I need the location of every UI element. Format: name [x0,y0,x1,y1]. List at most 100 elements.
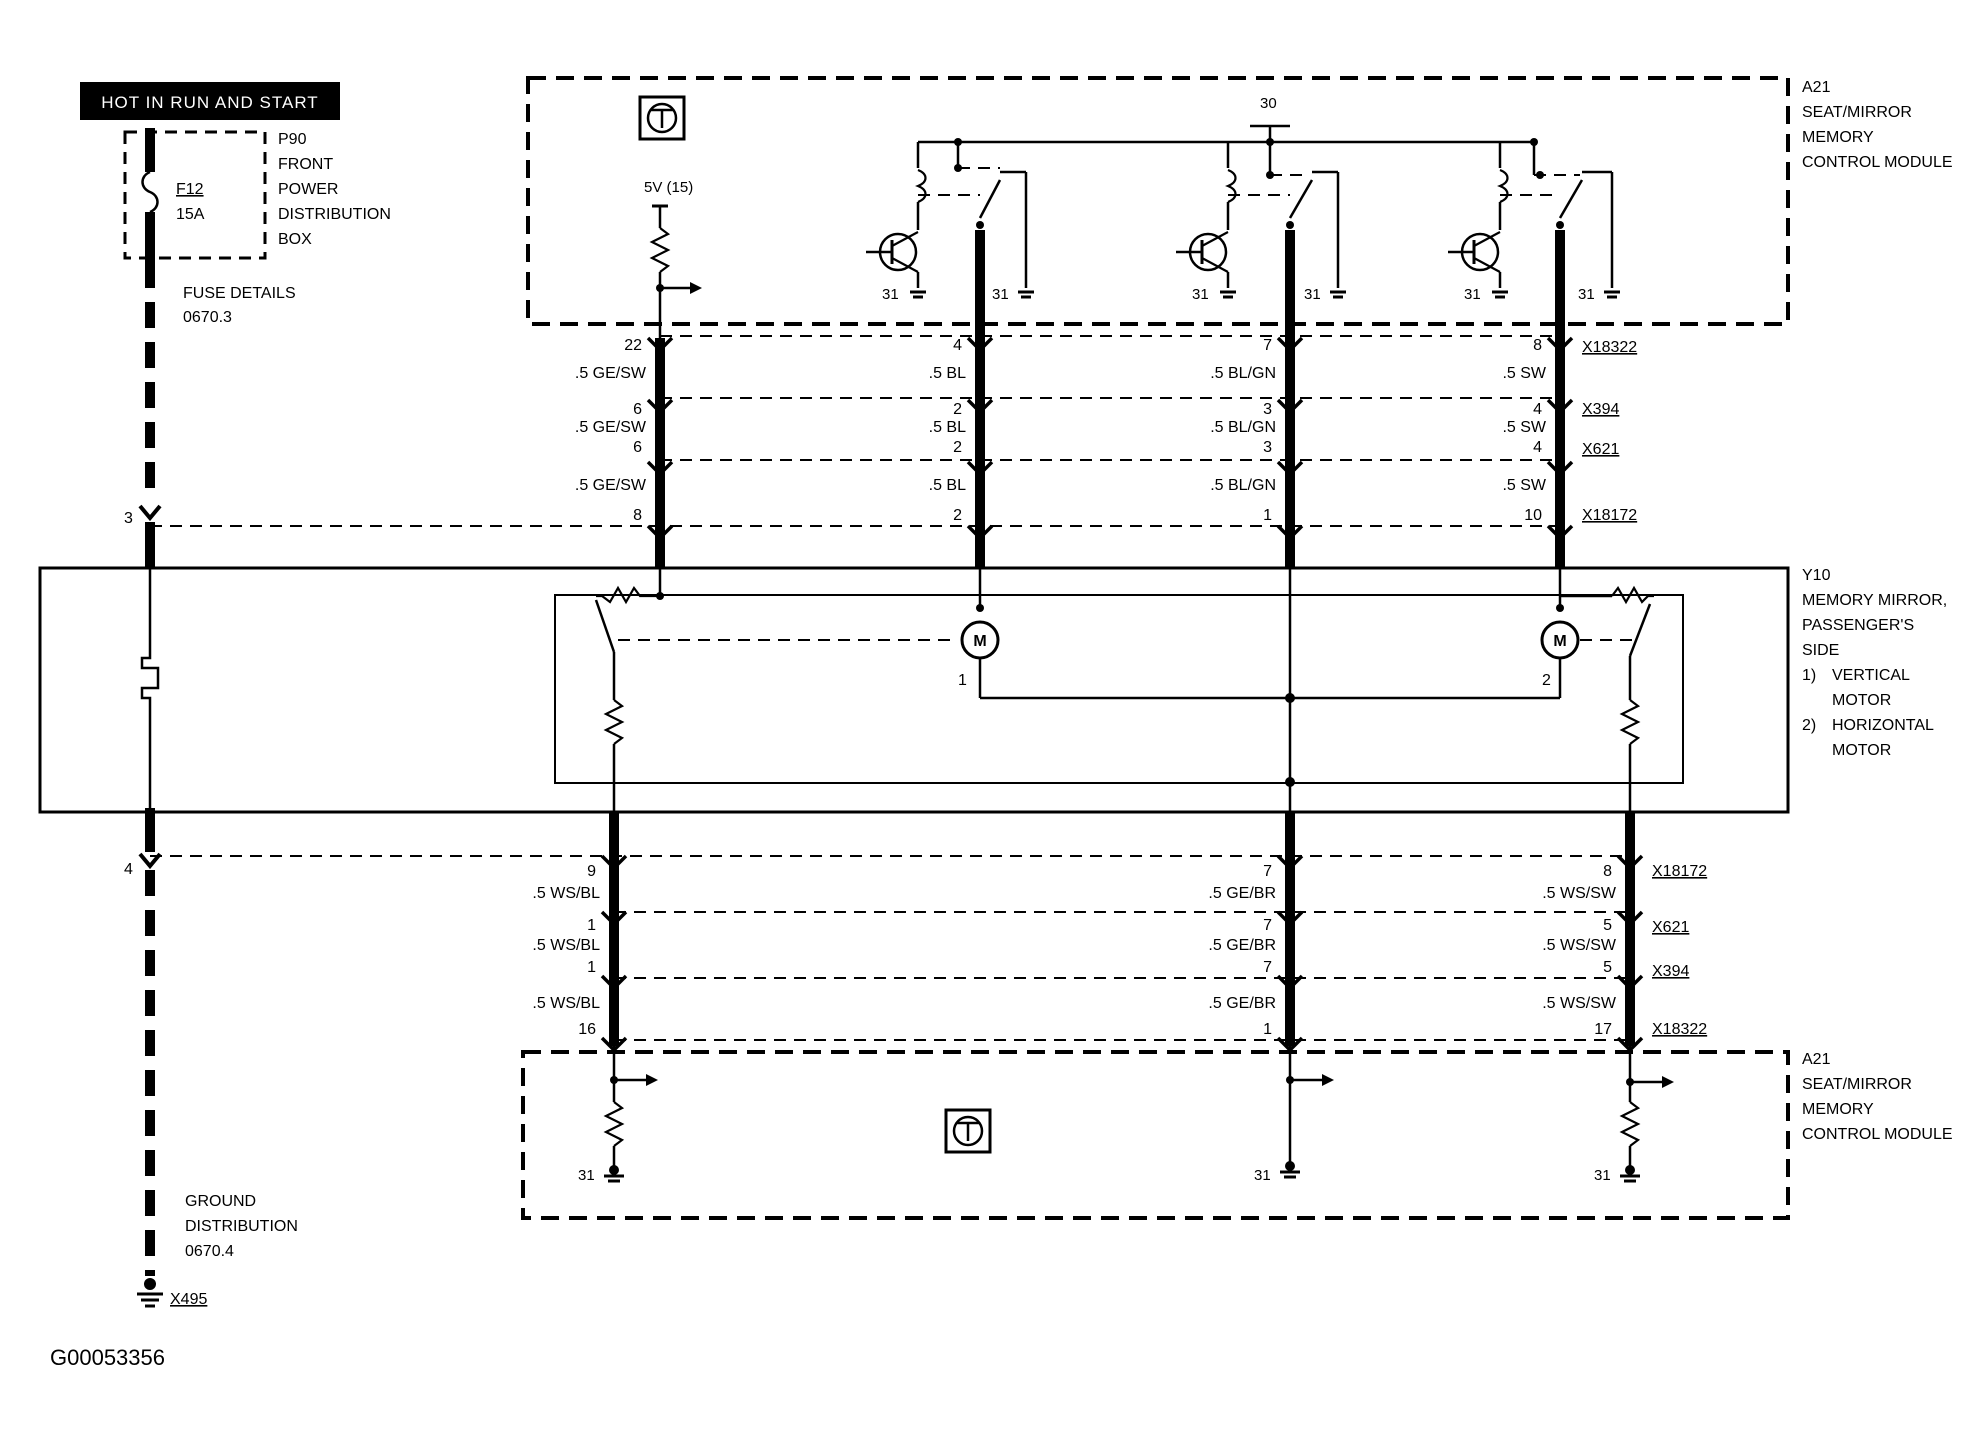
supply-5v-resistor [649,227,671,273]
bottom-w2-color-3: .5 GE/BR [1208,995,1276,1012]
fuse-box-line-1: FRONT [278,156,333,173]
bottom-w2-pin-3: 7 [1263,959,1272,976]
bottom-w3-pin-4: 17 [1594,1021,1612,1038]
mirror-inner-box [554,594,1684,784]
top-w3-color-3: .5 BL/GN [1210,477,1276,494]
bottom-module-line-1: SEAT/MIRROR [1802,1076,1912,1093]
bottom-module-id: A21 [1802,1051,1831,1068]
top-w4-pin-2: 4 [1533,401,1542,418]
fuse-details-line-1: FUSE DETAILS [183,285,296,302]
top-w4-pin-4: 10 [1524,507,1542,524]
mirror-common-junction-2 [1285,777,1295,787]
mirror-item-2-l1: HORIZONTAL [1832,717,1934,734]
top-w2-pin-1: 4 [953,337,962,354]
mirror-motor-1: M 1 [958,568,1560,700]
fuse-box-outline [123,130,267,260]
top-w1-pin-2: 6 [633,401,642,418]
svg-text:31: 31 [1464,286,1481,303]
svg-text:31: 31 [1594,1167,1611,1184]
svg-text:31: 31 [1578,286,1595,303]
top-w4-pin-3: 4 [1533,439,1542,456]
mirror-id: Y10 [1802,567,1831,584]
bottom-w3-pin-1: 8 [1603,863,1612,880]
mirror-item-1-l1: VERTICAL [1832,667,1910,684]
top-w4-color-1: .5 SW [1502,365,1546,382]
top-w4-color-3: .5 SW [1502,477,1546,494]
fuse-details-line-2: 0670.3 [183,309,232,326]
bottom-connector-chevrons [600,854,1644,1053]
top-w3-pin-4: 1 [1263,507,1272,524]
top-connector-name-2: X394 [1582,401,1619,418]
ground-distribution-line-3: 0670.4 [185,1243,234,1260]
bottom-input-2: 31 [1254,1046,1334,1184]
top-module-id: A21 [1802,79,1831,96]
fuse-box-line-2: POWER [278,181,338,198]
figure-id: G00053356 [50,1345,165,1370]
top-w2-color-1: .5 BL [929,365,966,382]
top-w1-color-1: .5 GE/SW [575,365,647,382]
relay-driver-2: 31 31 [1176,138,1346,303]
top-w2-pin-4: 2 [953,507,962,524]
top-w2-pin-3: 2 [953,439,962,456]
top-module-outline [526,76,1790,326]
hot-wire-pin-4-connector [138,852,162,870]
mirror-potentiometer-1 [594,568,958,812]
top-module-line-2: MEMORY [1802,129,1874,146]
svg-text:31: 31 [1192,286,1209,303]
svg-text:31: 31 [882,286,899,303]
mirror-item-1-l2: MOTOR [1832,692,1891,709]
fuse-rating: 15A [176,206,205,223]
header-label-box [80,82,340,120]
bottom-connector-name-1: X18172 [1652,863,1707,880]
top-w3-color-2: .5 BL/GN [1210,419,1276,436]
term-30-label: 30 [1260,95,1277,112]
svg-text:31: 31 [578,1167,595,1184]
mirror-motor-2: M 2 [1540,568,1636,698]
mirror-motor-1-pin: 1 [958,672,967,689]
bottom-w1-color-3: .5 WS/BL [532,995,600,1012]
supply-5v-label: 5V (15) [644,179,693,196]
top-connector-chevrons [646,336,1574,541]
bottom-connector-name-3: X394 [1652,963,1689,980]
bottom-w2-color-2: .5 GE/BR [1208,937,1276,954]
top-module-chip-icon [638,95,686,141]
bottom-w2-pin-4: 1 [1263,1021,1272,1038]
mirror-common-junction-1 [1285,693,1295,703]
top-w4-color-2: .5 SW [1502,419,1546,436]
bottom-w1-pin-3: 1 [587,959,596,976]
bottom-w1-pin-2: 1 [587,917,596,934]
top-w1-color-3: .5 GE/SW [575,477,647,494]
top-w1-pin-3: 6 [633,439,642,456]
mirror-item-1-num: 1) [1802,667,1816,684]
mirror-item-2-num: 2) [1802,717,1816,734]
top-w2-pin-2: 2 [953,401,962,418]
top-w1-pin-4: 8 [633,507,642,524]
fuse-box-id: P90 [278,131,307,148]
header-label: HOT IN RUN AND START [101,93,318,112]
bottom-w1-color-2: .5 WS/BL [532,937,600,954]
svg-text:31: 31 [992,286,1009,303]
svg-text:31: 31 [1254,1167,1271,1184]
bottom-module-chip-icon [944,1108,992,1154]
top-module-line-1: SEAT/MIRROR [1802,104,1912,121]
fuse-id: F12 [176,181,204,198]
top-w3-pin-3: 3 [1263,439,1272,456]
supply-5v-output-arrow-head [690,282,702,294]
mirror-outer-box [38,566,1790,814]
ground-distribution-line-1: GROUND [185,1193,256,1210]
mirror-item-2-l2: MOTOR [1832,742,1891,759]
bottom-connector-name-4: X18322 [1652,1021,1707,1038]
hot-wire-pin-3-connector [138,504,162,522]
top-w1-pin-1: 22 [624,337,642,354]
top-w3-color-1: .5 BL/GN [1210,365,1276,382]
bottom-w2-pin-2: 7 [1263,917,1272,934]
svg-text:M: M [973,633,986,650]
relay-driver-3: 31 31 [1448,138,1620,303]
top-w3-pin-1: 7 [1263,337,1272,354]
bottom-input-1: 31 [578,1046,658,1184]
bottom-w3-pin-3: 5 [1603,959,1612,976]
bottom-w3-color-2: .5 WS/SW [1542,937,1617,954]
bottom-w2-color-1: .5 GE/BR [1208,885,1276,902]
svg-text:31: 31 [1304,286,1321,303]
